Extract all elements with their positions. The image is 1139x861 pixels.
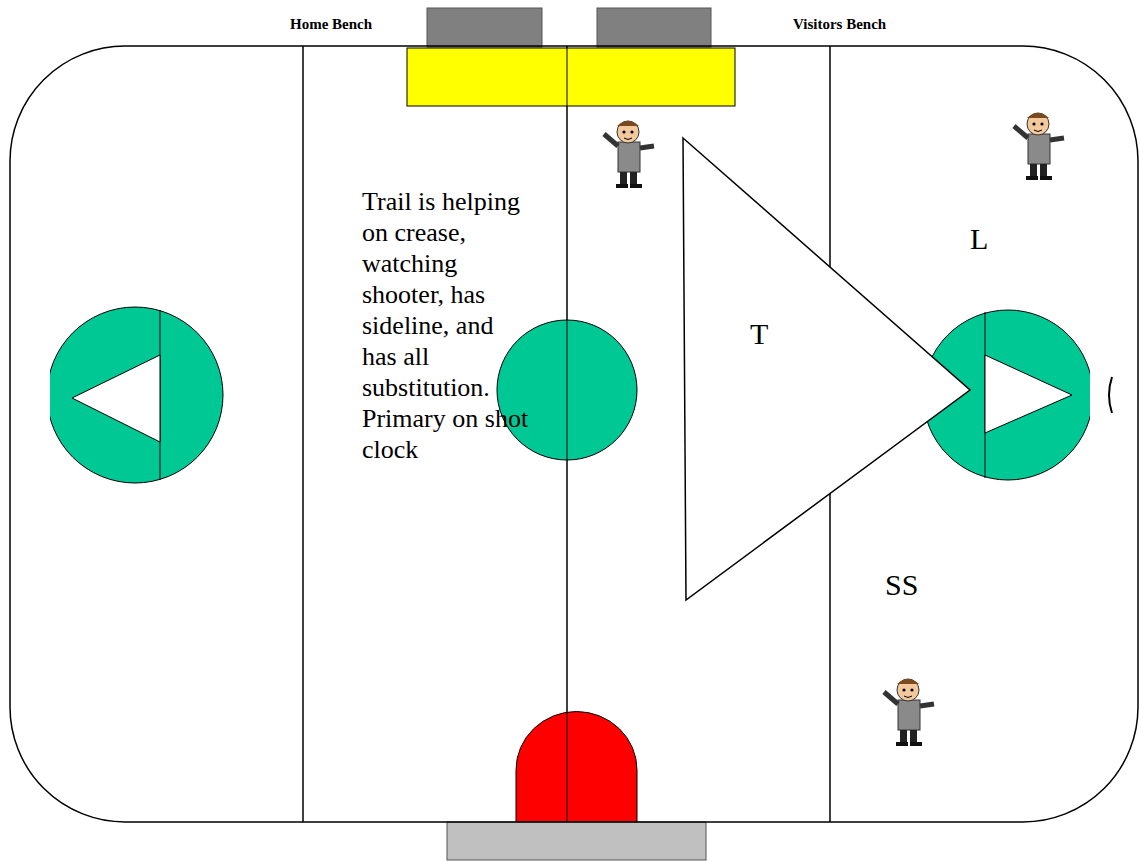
zone-triangle: T: [680, 135, 976, 605]
position-letter: SS: [885, 568, 918, 602]
note-text: Trail is helping on crease, watching sho…: [362, 186, 530, 465]
triangle-outline: [680, 135, 976, 605]
position-letter: L: [970, 222, 988, 256]
bench-label: Home Bench: [290, 16, 372, 33]
position-letter: T: [750, 317, 768, 351]
bench-label: Visitors Bench: [793, 16, 886, 33]
